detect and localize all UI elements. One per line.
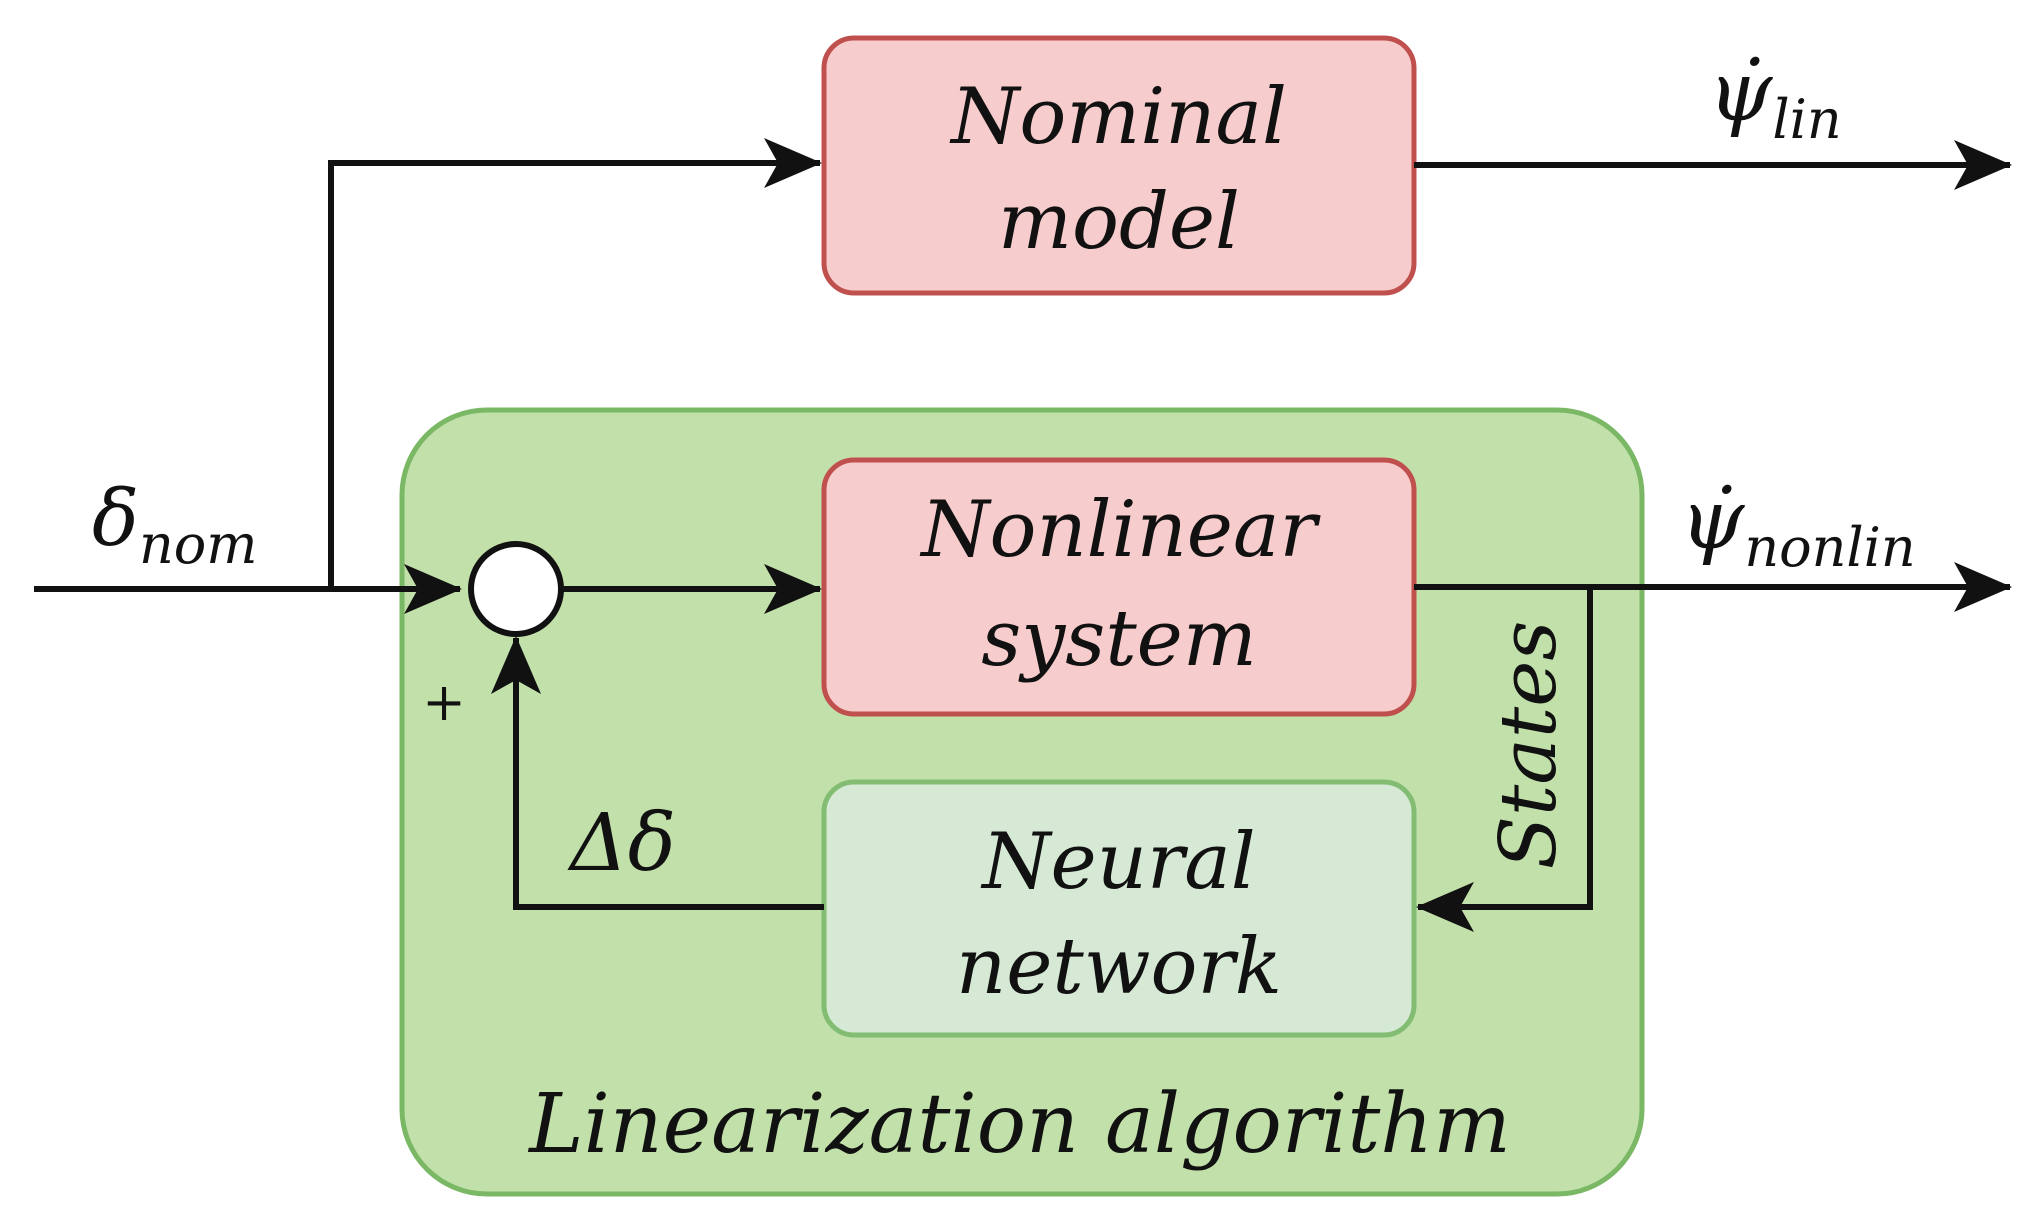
states-feedback-line <box>1416 587 1593 932</box>
summing-junction <box>468 541 564 637</box>
nominal-model-block: Nominal model <box>821 35 1417 296</box>
states-label: States <box>1484 621 1574 870</box>
nominal-model-line2: model <box>998 177 1240 267</box>
output-lin-label: ψ̇lin <box>1708 45 1842 151</box>
correction-feedback-line <box>491 636 824 910</box>
neural-network-line1: Neural <box>980 817 1255 907</box>
nominal-model-line1: Nominal <box>949 72 1287 162</box>
linearization-algorithm-label: Linearization algorithm <box>527 1077 1511 1172</box>
nonlinear-system-line1: Nonlinear <box>919 485 1321 575</box>
neural-network-line2: network <box>956 922 1282 1012</box>
correction-label: Δδ <box>567 796 676 889</box>
input-signal-line <box>34 138 822 614</box>
summing-junction-sign: + <box>422 673 466 733</box>
nonlinear-system-line2: system <box>981 594 1257 684</box>
input-signal-label: δnom <box>92 474 257 576</box>
output-nonlin-label: ψ̇nonlin <box>1680 473 1916 579</box>
nonlinear-system-block: Nonlinear system <box>821 457 1417 717</box>
neural-network-block: Neural network <box>821 779 1417 1038</box>
